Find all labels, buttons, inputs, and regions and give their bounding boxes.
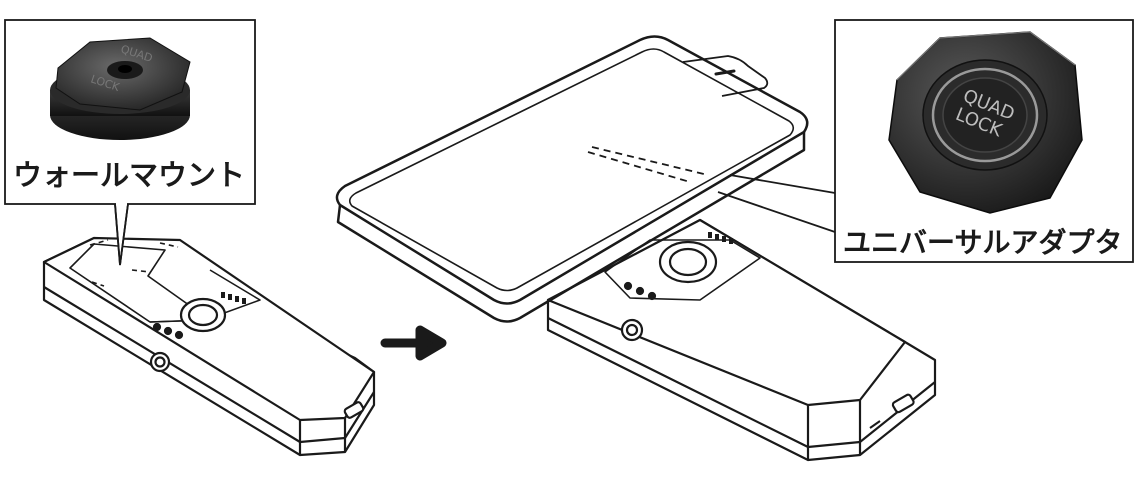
arrow-right-icon [380,325,447,361]
wall-mount-label: ウォールマウント [13,158,245,192]
left-device [42,236,376,457]
callout-pointer-upper [729,174,836,194]
universal-adapter-label: ユニバーサルアダプタ [843,226,1122,259]
wall-mount-disc-icon: QUAD LOCK [50,37,191,140]
wall-mount-callout: QUAD LOCK ウォールマウント [4,19,256,266]
universal-adapter-callout: QUAD LOCK ユニバーサルアダプタ [717,19,1134,263]
quad-lock-adapter-icon: QUAD LOCK [888,31,1083,214]
smartphone [335,35,809,323]
callout-pointer-lower [717,191,836,233]
right-device [546,218,937,462]
